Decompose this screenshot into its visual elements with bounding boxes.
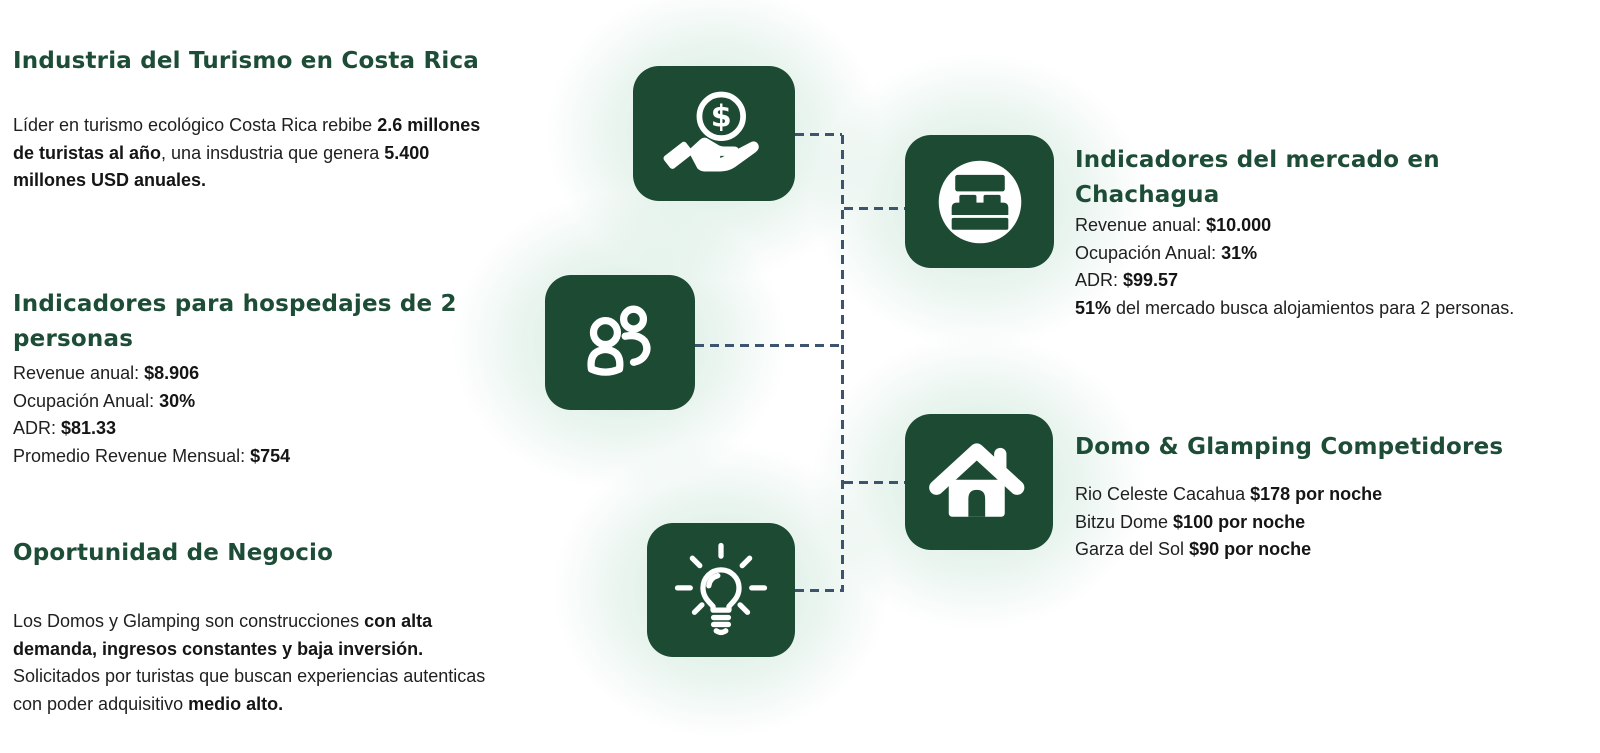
stat-value: $8.906 [144, 363, 200, 383]
connector-house [844, 481, 905, 484]
bed-icon [938, 160, 1021, 243]
lodging-stats: Revenue anual: $8.906 Ocupación Anual: 3… [13, 360, 290, 470]
opportunity-bold-demand: con alta demanda, ingresos constantes y … [13, 611, 433, 659]
stat-line: Ocupación Anual: 30% [13, 388, 290, 416]
list-item: Bitzu Dome $100 por noche [1075, 509, 1600, 537]
stat-label: Revenue anual: [13, 363, 145, 383]
competitors-title: Domo & Glamping Competidores [1075, 434, 1504, 461]
connector-handcoin [795, 133, 842, 136]
stat-label: Ocupación Anual: [1075, 242, 1222, 263]
stat-value: $99.57 [1123, 270, 1179, 290]
connector-lightbulb [795, 589, 842, 592]
opportunity-paragraph: Los Domos y Glamping son construcciones … [13, 608, 491, 718]
stat-label: ADR: [1075, 270, 1124, 290]
industry-paragraph: Líder en turismo ecológico Costa Rica re… [13, 112, 491, 195]
stat-label: Promedio Revenue Mensual: [13, 445, 251, 466]
hand-coin-tile: $ [633, 66, 795, 201]
connector-people [695, 344, 842, 347]
dollar-symbol: $ [711, 99, 732, 134]
opportunity-bold-power: medio alto. [188, 693, 284, 714]
stat-value: 51% [1075, 297, 1112, 318]
industry-bold-tourists: 2.6 millones de turistas al año [13, 115, 481, 163]
house-tile [905, 414, 1053, 550]
stat-line: ADR: $99.57 [1075, 267, 1595, 295]
stat-line: Revenue anual: $8.906 [13, 360, 290, 388]
stat-line: Revenue anual: $10.000 [1075, 212, 1595, 240]
market-stats: Revenue anual: $10.000 Ocupación Anual: … [1075, 212, 1595, 322]
list-item: Rio Celeste Cacahua $178 por noche [1075, 481, 1600, 509]
opportunity-text: Los Domos y Glamping son construcciones [13, 611, 365, 631]
lightbulb-icon [674, 542, 768, 636]
competitor-price: $90 por noche [1189, 539, 1312, 559]
industry-text: , una insdustria que genera [161, 142, 385, 163]
lightbulb-tile [647, 523, 795, 657]
stat-value: $10.000 [1206, 215, 1272, 235]
industry-title: Industria del Turismo en Costa Rica [13, 48, 480, 75]
people-tile [545, 275, 695, 410]
hand-coin-icon: $ [663, 91, 759, 171]
stat-line: Promedio Revenue Mensual: $754 [13, 443, 290, 471]
stat-value: $81.33 [61, 418, 117, 438]
connector-bed [844, 207, 905, 210]
connector-spine [841, 135, 844, 592]
stat-value: $754 [250, 445, 291, 466]
competitor-name: Bitzu Dome [1075, 511, 1174, 532]
competitors-list: Rio Celeste Cacahua $178 por noche Bitzu… [1075, 481, 1600, 564]
competitor-price: $100 por noche [1173, 511, 1306, 532]
stat-line: 51% del mercado busca alojamientos para … [1075, 297, 1515, 318]
house-icon [929, 443, 1025, 517]
competitor-name: Garza del Sol [1075, 539, 1190, 559]
competitor-name: Rio Celeste Cacahua [1075, 484, 1251, 504]
stat-line: ADR: $81.33 [13, 415, 290, 443]
opportunity-title: Oportunidad de Negocio [13, 540, 334, 567]
people-icon [587, 305, 651, 376]
stat-line: Ocupación Anual: 31% [1075, 240, 1595, 268]
lodging-title: Indicadores para hospedajes de 2 persona… [13, 291, 457, 353]
stat-value: 30% [159, 390, 196, 411]
stat-label: Revenue anual: [1075, 215, 1207, 235]
market-title: Indicadores del mercado en Chachagua [1075, 147, 1440, 209]
stat-value: 31% [1221, 242, 1258, 263]
stat-label: Ocupación Anual: [13, 390, 160, 411]
competitor-price: $178 por noche [1250, 484, 1383, 504]
bed-tile [905, 135, 1054, 268]
list-item: Garza del Sol $90 por noche [1075, 536, 1600, 564]
industry-bold-revenue: 5.400 millones USD anuales. [13, 142, 430, 191]
stat-label: ADR: [13, 418, 62, 438]
industry-text: Líder en turismo ecológico Costa Rica re… [13, 115, 378, 135]
opportunity-text: Solicitados por turistas que buscan expe… [13, 666, 486, 714]
